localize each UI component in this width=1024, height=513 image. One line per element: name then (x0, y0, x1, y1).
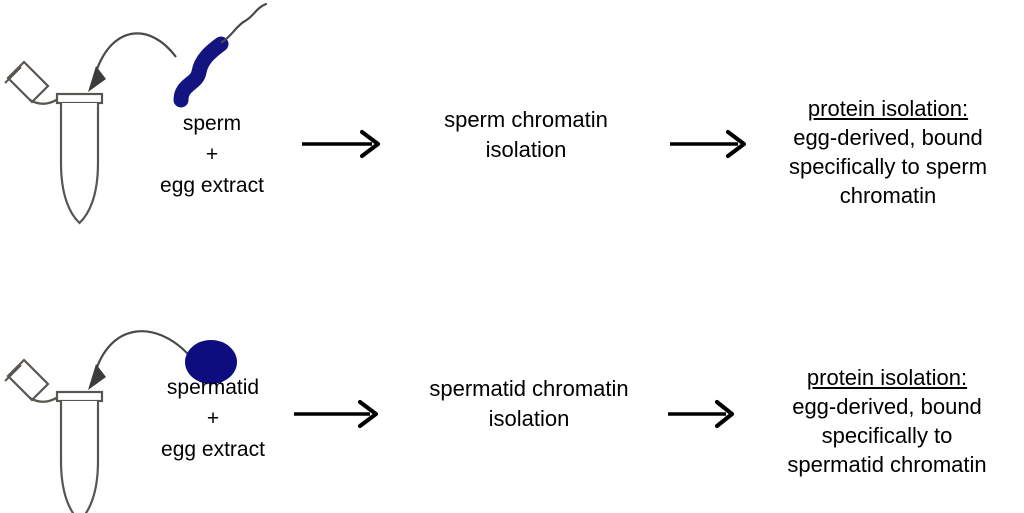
sperm-cell-icon (173, 2, 268, 108)
step-label-spermatid: spermatid chromatin isolation (386, 374, 672, 434)
reagent-caption-spermatid: spermatid + egg extract (118, 372, 308, 465)
stage-sperm (0, 0, 300, 250)
outcome-sperm: protein isolation: egg-derived, bound sp… (758, 94, 1018, 210)
outcome-spermatid: protein isolation: egg-derived, bound sp… (752, 363, 1022, 479)
step-line-2: isolation (488, 406, 570, 431)
outcome-line-2: specifically to (821, 423, 953, 448)
process-arrow-icon (292, 398, 388, 430)
step-line-1: sperm chromatin (444, 107, 608, 132)
reagent-plus-sign: + (206, 407, 220, 430)
outcome-line-3: chromatin (839, 183, 937, 208)
workflow-row-spermatid: spermatid + egg extract spermatid chroma… (0, 262, 1024, 513)
reagent-cell-label: spermatid (166, 376, 260, 399)
outcome-line-1: egg-derived, bound (793, 125, 983, 150)
outcome-line-1: egg-derived, bound (792, 394, 982, 419)
step-line-1: spermatid chromatin (429, 376, 629, 401)
curved-transfer-arrow-icon (88, 330, 189, 390)
workflow-row-sperm: sperm + egg extract sperm chromatin isol… (0, 0, 1018, 250)
reagent-cell-label: sperm (182, 112, 242, 135)
process-arrow-icon (300, 128, 388, 160)
curved-transfer-arrow-icon (88, 32, 177, 92)
reagent-caption-sperm: sperm + egg extract (128, 108, 296, 201)
outcome-line-2: specifically to sperm (788, 154, 988, 179)
step-line-2: isolation (485, 137, 567, 162)
process-arrow-icon (666, 398, 746, 430)
reagent-extract-label: egg extract (160, 174, 264, 197)
step-label-sperm: sperm chromatin isolation (392, 105, 660, 165)
reagent-extract-label: egg extract (161, 438, 265, 461)
outcome-line-3: spermatid chromatin (787, 452, 987, 477)
outcome-heading: protein isolation: (806, 365, 968, 390)
stage-spermatid (0, 298, 300, 513)
microcentrifuge-tube-icon (4, 358, 104, 513)
microcentrifuge-tube-icon (4, 60, 104, 225)
reagent-plus-sign: + (205, 143, 219, 166)
outcome-heading: protein isolation: (807, 96, 969, 121)
spermatid-cell-icon (185, 340, 237, 384)
process-arrow-icon (668, 128, 756, 160)
